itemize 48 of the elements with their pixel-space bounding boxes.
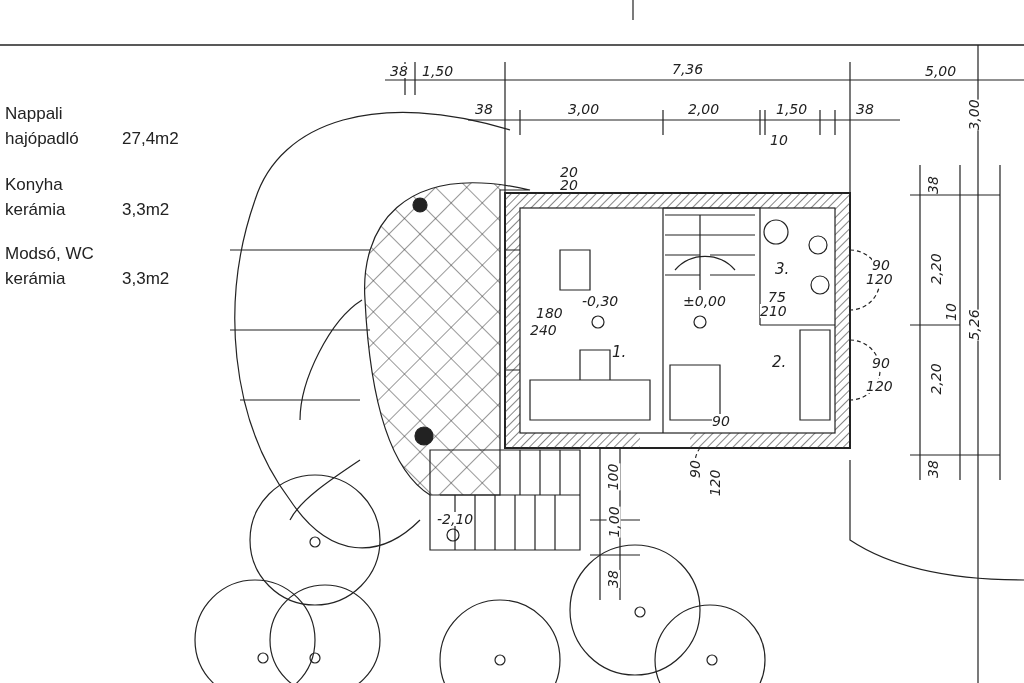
dimension-text: -2,10 <box>437 512 474 526</box>
dimension-text: 1,50 <box>422 64 454 78</box>
dimension-text: 2,00 <box>688 102 720 116</box>
dimension-text: 38 <box>856 102 874 116</box>
floor-area-text: kerámia <box>5 201 66 218</box>
dimension-text: 210 <box>760 304 787 318</box>
dimension-text: 75 <box>768 290 786 304</box>
dimension-text: 5,00 <box>925 64 957 78</box>
dimension-text: 1,00 <box>606 506 621 538</box>
room-number: 1. <box>612 345 627 360</box>
dimension-text: 5,26 <box>966 309 981 341</box>
dimension-text: 90 <box>712 414 730 428</box>
floor-area-text: hajópadló <box>5 130 79 147</box>
dimension-text: 240 <box>530 323 557 337</box>
floor-area-text: Konyha <box>5 176 63 193</box>
dimension-text: 38 <box>925 176 940 194</box>
dimension-text: 3,00 <box>568 102 600 116</box>
dimension-text: 38 <box>605 570 620 588</box>
dimension-text: -0,30 <box>582 294 619 308</box>
dimension-text: 3,00 <box>966 99 981 131</box>
dimension-text: 90 <box>872 258 890 272</box>
floor-area-text: Nappali <box>5 105 63 122</box>
floor-area-text: kerámia <box>5 270 66 287</box>
dimension-text: 38 <box>475 102 493 116</box>
dimension-text: 2,20 <box>928 363 943 395</box>
dimension-text: 120 <box>866 272 893 286</box>
floor-area-text: 3,3m2 <box>122 270 170 287</box>
dimension-text: 10 <box>943 303 958 321</box>
dimension-text: ±0,00 <box>683 294 726 308</box>
dimension-text: 120 <box>866 379 893 393</box>
dimension-text: 100 <box>606 463 621 491</box>
room-number: 3. <box>775 262 790 277</box>
dimension-text: 90 <box>687 460 702 478</box>
dimension-text: 20 <box>560 165 578 179</box>
dimension-text: 7,36 <box>672 62 704 76</box>
floor-area-text: 27,4m2 <box>122 130 179 147</box>
dimension-text: 120 <box>708 469 723 497</box>
dimension-text: 38 <box>390 64 408 78</box>
dimension-text: 38 <box>925 460 940 478</box>
dimension-text: 10 <box>770 133 788 147</box>
room-number: 2. <box>772 355 787 370</box>
dimension-text: 2,20 <box>928 253 943 285</box>
dimension-text: 20 <box>560 178 578 192</box>
dimension-text: 90 <box>872 356 890 370</box>
dimension-text: 1,50 <box>776 102 808 116</box>
dimension-text: 180 <box>536 306 563 320</box>
floor-area-text: Modsó, WC <box>5 245 94 262</box>
floor-area-text: 3,3m2 <box>122 201 170 218</box>
